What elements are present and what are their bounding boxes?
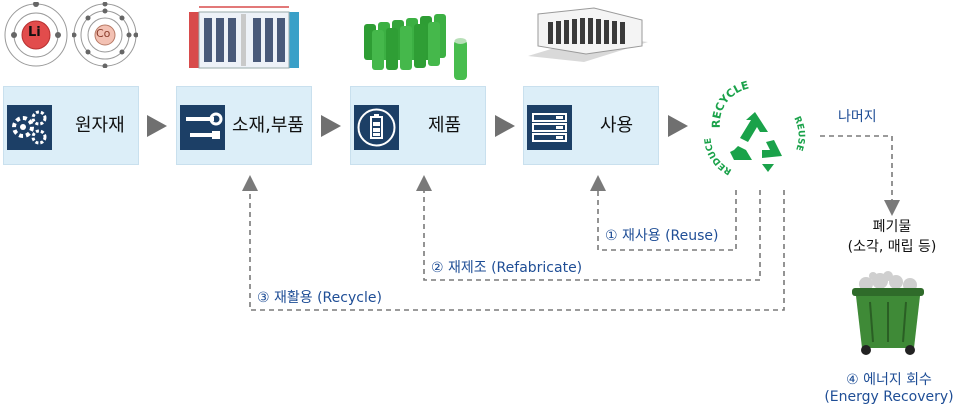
lithium-symbol: Li: [28, 25, 41, 40]
reuse-path: [590, 175, 737, 251]
reuse-word: REUSE: [791, 115, 805, 152]
recycle-path: [242, 175, 785, 311]
energy-recovery-label: ④ 에너지 회수: [846, 372, 932, 388]
recycle-word: RECYCLE: [710, 80, 751, 128]
remainder-label: 나머지: [838, 109, 877, 125]
battery-cells-image: [362, 6, 472, 82]
stage-box-materials-parts: 소재,부품: [176, 86, 312, 165]
stage-label-use: 사용: [600, 115, 634, 136]
trash-bin-icon: [846, 270, 930, 356]
stage-box-use: 사용: [523, 86, 659, 165]
cobalt-symbol: Co: [96, 27, 111, 40]
stage-label-raw-material: 원자재: [75, 115, 125, 136]
server-rack-icon: [527, 105, 572, 150]
recycle-arrows-icon: RECYCLE REDUCE REUSE: [703, 80, 805, 176]
stage-box-product: 제품: [350, 86, 486, 165]
refabricate-path-label: ② 재제조 (Refabricate): [431, 260, 583, 276]
refabricate-path: [416, 175, 761, 281]
cobalt-atom-image: Co: [72, 2, 138, 68]
reuse-path-label: ① 재사용 (Reuse): [605, 228, 719, 244]
waste-title: 폐기물: [872, 219, 912, 235]
stage-box-raw-material: 원자재: [3, 86, 139, 165]
battery-icon: [354, 105, 399, 150]
remainder-path: [820, 135, 900, 216]
flow-arrow-4: [668, 115, 688, 137]
gears-icon: [7, 105, 52, 150]
cell-structure-image: [189, 4, 301, 76]
flow-arrow-2: [321, 115, 341, 137]
recycle-logo: RECYCLE REDUCE REUSE: [702, 80, 808, 186]
svg-text:REUSE: REUSE: [791, 115, 805, 152]
recycle-path-label: ③ 재활용 (Recycle): [257, 290, 382, 306]
reduce-word: REDUCE: [703, 137, 733, 176]
energy-storage-image: [524, 6, 652, 64]
waste-subtitle: (소각, 매립 등): [847, 239, 937, 255]
stage-label-materials-parts: 소재,부품: [232, 115, 304, 136]
stage-label-product: 제품: [428, 115, 462, 136]
svg-text:REDUCE: REDUCE: [703, 137, 733, 176]
flow-arrow-1: [147, 115, 167, 137]
svg-text:RECYCLE: RECYCLE: [710, 80, 751, 128]
lithium-atom-image: Li: [3, 2, 69, 68]
energy-recovery-sublabel: (Energy Recovery): [824, 389, 954, 405]
tools-icon: [180, 105, 225, 150]
flow-arrow-3: [495, 115, 515, 137]
